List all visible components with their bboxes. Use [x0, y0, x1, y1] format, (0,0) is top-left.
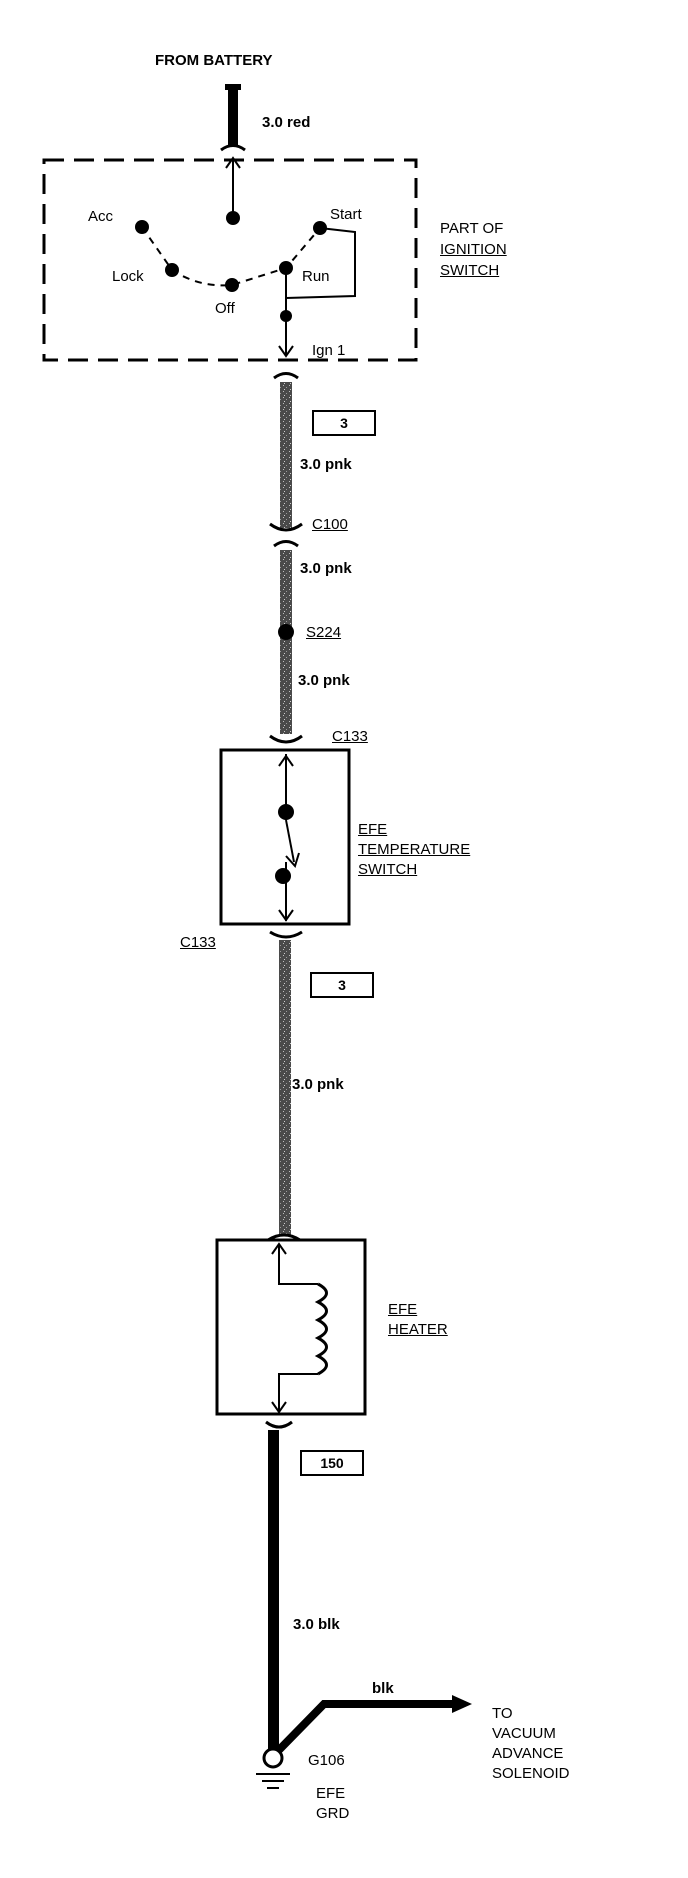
ground-id-label: G106 [308, 1752, 345, 1769]
temp-switch-line-2: TEMPERATURE [358, 841, 471, 858]
switch-pos-run: Run [302, 268, 330, 285]
ignition-title-line-2: IGNITION [440, 241, 507, 258]
blk-branch-label: blk [372, 1680, 394, 1697]
switch-pos-lock: Lock [112, 268, 144, 285]
destination-line-3: ADVANCE [492, 1745, 564, 1762]
ground-line-1: EFE [316, 1785, 346, 1802]
switch-pos-off: Off [215, 300, 235, 317]
battery-feed-wire [220, 84, 246, 218]
ignition-title-line-1: PART OF [440, 220, 504, 237]
destination-label: TO VACUUM ADVANCE SOLENOID [492, 1704, 570, 1784]
ignition-switch-title: PART OF IGNITION SWITCH [440, 218, 507, 281]
efe-temperature-switch-label: EFE TEMPERATURE SWITCH [358, 820, 470, 880]
destination-line-1: TO [492, 1705, 513, 1722]
efe-temperature-switch [219, 748, 351, 926]
blk-ground-wire [256, 1420, 472, 1789]
destination-line-2: VACUUM [492, 1725, 556, 1742]
connector-c133-bottom: C133 [180, 934, 216, 951]
ignition-switch-outline [42, 158, 418, 362]
connector-c100: C100 [312, 516, 348, 533]
ground-line-2: GRD [316, 1805, 350, 1822]
switch-pos-start: Start [330, 206, 362, 223]
splice-s224: S224 [306, 624, 342, 641]
ignition-switch-contacts [135, 211, 356, 358]
efe-heater [215, 1238, 367, 1416]
efe-heater-label: EFE HEATER [388, 1300, 448, 1340]
from-battery-label: FROM BATTERY [155, 52, 273, 69]
ignition-title-line-3: SWITCH [440, 262, 500, 279]
circuit-number-box-3: 150 [300, 1450, 364, 1476]
circuit-number-box-2: 3 [310, 972, 374, 998]
red-wire-label: 3.0 red [262, 114, 311, 131]
destination-line-4: SOLENOID [492, 1765, 570, 1782]
temp-switch-line-3: SWITCH [358, 861, 418, 878]
connector-c133-top: C133 [332, 728, 368, 745]
pnk-wire-label-4: 3.0 pnk [292, 1076, 344, 1093]
blk-wire-label: 3.0 blk [293, 1616, 340, 1633]
heater-line-2: HEATER [388, 1321, 448, 1338]
pnk-wire-label-1: 3.0 pnk [300, 456, 352, 473]
ign1-label: Ign 1 [312, 342, 346, 359]
pnk-wire-label-3: 3.0 pnk [298, 672, 350, 689]
pnk-wire-label-2: 3.0 pnk [300, 560, 352, 577]
ground-label: EFE GRD [316, 1784, 349, 1824]
heater-line-1: EFE [388, 1301, 418, 1318]
circuit-number-box-1: 3 [312, 410, 376, 436]
switch-pos-acc: Acc [88, 208, 114, 225]
pnk-wire-segment-1 [269, 372, 303, 744]
temp-switch-line-1: EFE [358, 821, 388, 838]
